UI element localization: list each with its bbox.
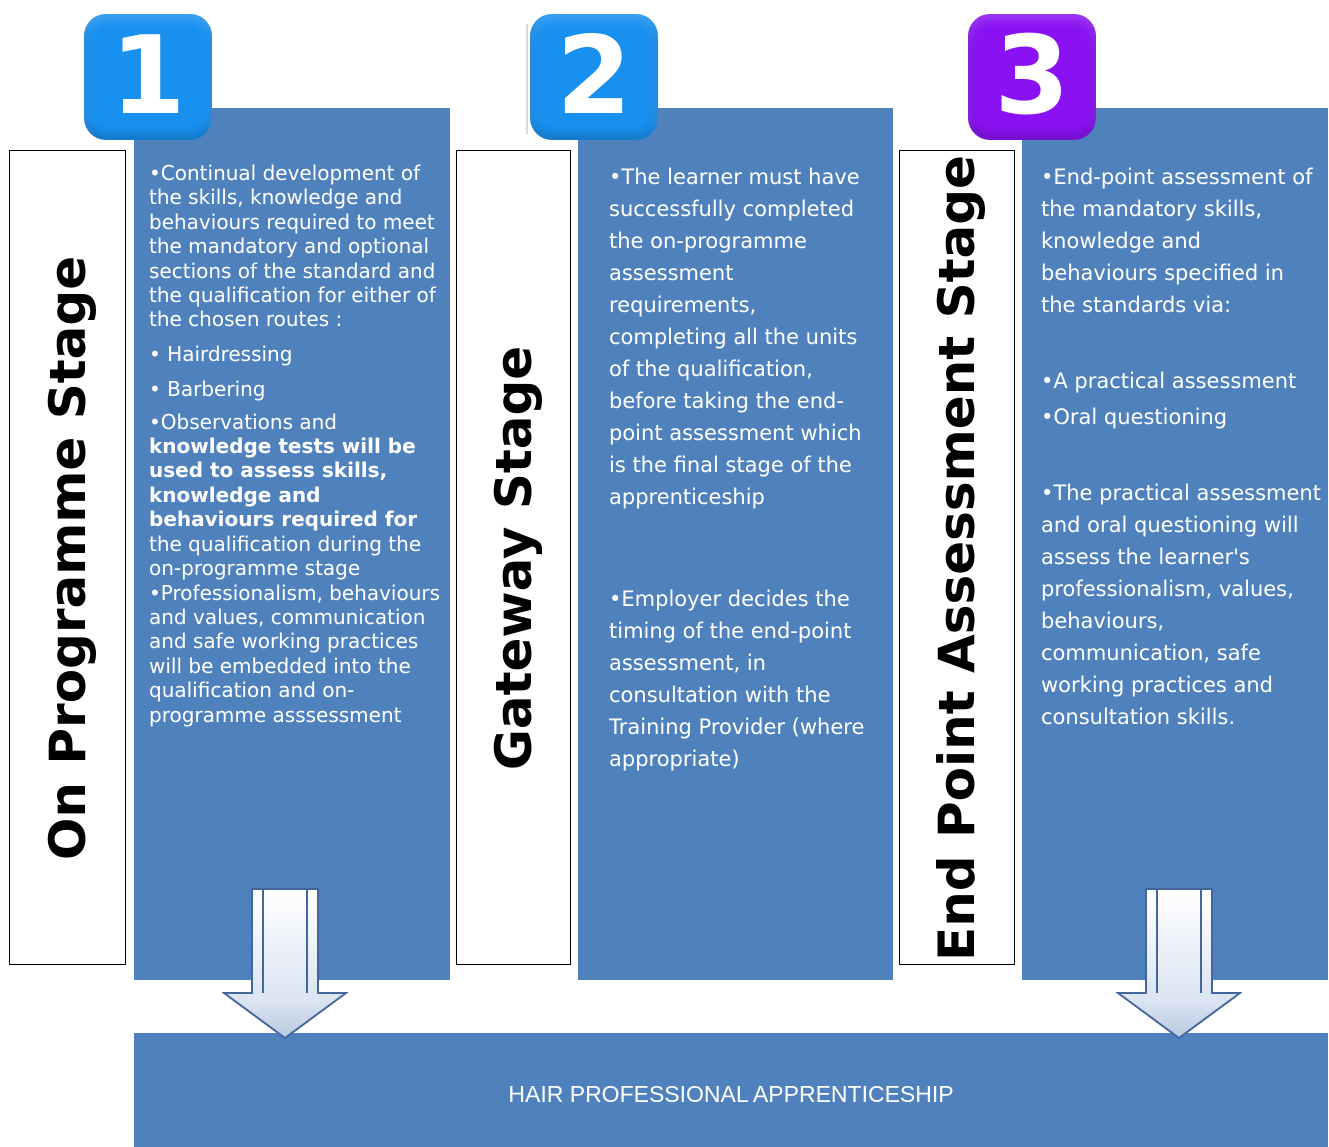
stage-2-panel: •The learner must have successfully comp… [578, 108, 893, 980]
stage-3-number-badge: 3 [968, 14, 1096, 140]
stage-1-item-4-post: the qualification during the on-programm… [149, 531, 422, 581]
stage-1-label-box: On Programme Stage [9, 150, 126, 965]
stage-3-item-3: •Oral questioning [1041, 405, 1228, 429]
stage-2-badge-divider [526, 24, 528, 134]
stage-1-panel: •Continual development of the skills, kn… [134, 108, 450, 980]
stage-3-down-arrow-icon [1116, 888, 1242, 1040]
stage-3-panel: •End-point assessment of the mandatory s… [1022, 108, 1328, 980]
stage-1-item-2: • Hairdressing [149, 341, 293, 366]
stage-3-item-4: •The practical assessment and oral quest… [1041, 481, 1321, 729]
stage-2-item-2: •Employer decides the timing of the end-… [609, 587, 865, 771]
stage-2-number-badge: 2 [530, 14, 658, 140]
stage-1-item-1: •Continual development of the skills, kn… [149, 161, 436, 332]
stage-1-number-badge: 1 [84, 14, 212, 140]
stage-2-description: •The learner must have successfully comp… [609, 161, 879, 775]
stage-1-description: •Continual development of the skills, kn… [149, 161, 442, 727]
stage-2-label-box: Gateway Stage [456, 150, 571, 965]
stage-1-item-3: • Barbering [149, 377, 266, 402]
stage-1-label: On Programme Stage [38, 255, 97, 860]
stage-3-label-box: End Point Assessment Stage [899, 150, 1015, 965]
stage-2-label: Gateway Stage [484, 345, 543, 770]
apprenticeship-title: HAIR PROFESSIONAL APPRENTICESHIP [508, 1081, 954, 1107]
stage-3-description: •End-point assessment of the mandatory s… [1041, 161, 1324, 733]
stage-3-label: End Point Assessment Stage [928, 154, 986, 961]
stage-1-number: 1 [110, 14, 186, 139]
stage-1-item-4-bold: knowledge tests will be used to assess s… [149, 434, 418, 532]
stage-1-item-4-pre: •Observations and [149, 409, 337, 434]
stage-1-down-arrow-icon [222, 888, 348, 1040]
apprenticeship-bar: HAIR PROFESSIONAL APPRENTICESHIP [134, 1033, 1328, 1147]
stage-1-item-4: •Observations and knowledge tests will b… [149, 410, 442, 581]
stage-1-item-5: •Professionalism, behaviours and values,… [149, 580, 441, 727]
stage-3-item-2: •A practical assessment [1041, 369, 1297, 393]
stage-3-number: 3 [994, 14, 1070, 139]
stage-2-number: 2 [556, 14, 632, 139]
stage-2-item-1: •The learner must have successfully comp… [609, 165, 887, 509]
stage-3-item-1: •End-point assessment of the mandatory s… [1041, 165, 1313, 317]
